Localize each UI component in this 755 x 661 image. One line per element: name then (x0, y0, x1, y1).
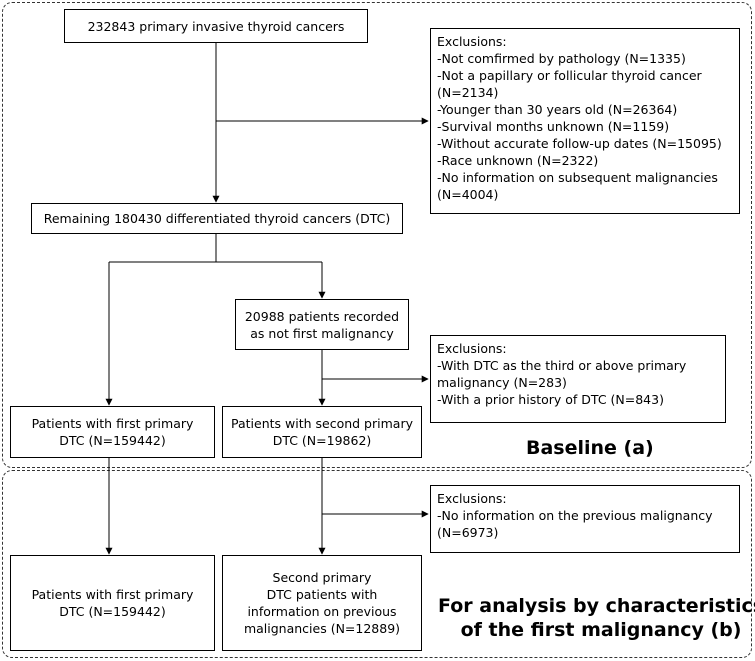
remaining-box: Remaining 180430 differentiated thyroid … (31, 203, 403, 234)
exclusions-3-line-1: Exclusions: (437, 491, 507, 506)
second-primary-b-line-3: information on previous (247, 604, 397, 619)
exclusions-box-1: Exclusions: -Not comfirmed by pathology … (430, 28, 740, 214)
baseline-label: Baseline (a) (526, 437, 654, 459)
remaining-text: Remaining 180430 differentiated thyroid … (43, 211, 391, 226)
baseline-section (2, 2, 752, 468)
first-primary-b-line-1: Patients with first primary (31, 587, 194, 602)
second-primary-b-line-4: malignancies (N=12889) (243, 621, 401, 636)
second-primary-box-a: Patients with second primary DTC (N=1986… (222, 406, 422, 458)
first-primary-a-line-1: Patients with first primary (31, 416, 194, 431)
exclusions-1-line-7: -Without accurate follow-up dates (N=150… (437, 136, 722, 151)
exclusions-1-line-3: -Not a papillary or follicular thyroid c… (437, 68, 702, 83)
start-text: 232843 primary invasive thyroid cancers (87, 18, 345, 34)
exclusions-1-line-4: (N=2134) (437, 85, 499, 100)
not-first-line-1: 20988 patients recorded (244, 308, 400, 324)
exclusions-2-line-2: -With DTC as the third or above primary (437, 358, 687, 373)
first-primary-box-b: Patients with first primary DTC (N=15944… (10, 555, 215, 651)
exclusions-2-line-4: -With a prior history of DTC (N=843) (437, 392, 664, 407)
exclusions-1-line-9: -No information on subsequent malignanci… (437, 170, 718, 185)
analysis-section (2, 470, 752, 658)
second-primary-a-line-1: Patients with second primary (231, 416, 413, 431)
exclusions-box-3: Exclusions: -No information on the previ… (430, 485, 740, 553)
analysis-label-line-2: of the first malignancy (b) (460, 619, 742, 641)
exclusions-2-line-3: malignancy (N=283) (437, 375, 567, 390)
exclusions-3-line-3: (N=6973) (437, 525, 499, 540)
exclusions-1-line-5: -Younger than 30 years old (N=26364) (437, 102, 678, 117)
exclusions-2-line-1: Exclusions: (437, 341, 507, 356)
not-first-line-2: as not first malignancy (250, 325, 394, 341)
exclusions-3-line-2: -No information on the previous malignan… (437, 508, 713, 523)
first-primary-b-line-2: DTC (N=159442) (59, 604, 166, 619)
exclusions-box-2: Exclusions: -With DTC as the third or ab… (430, 335, 726, 423)
analysis-label: For analysis by characteristics of the f… (438, 594, 755, 642)
second-primary-box-b: Second primary DTC patients with informa… (222, 555, 422, 651)
exclusions-1-line-8: -Race unknown (N=2322) (437, 153, 599, 168)
start-box: 232843 primary invasive thyroid cancers (64, 9, 368, 43)
exclusions-1-line-2: -Not comfirmed by pathology (N=1335) (437, 51, 686, 66)
exclusions-1-line-6: -Survival months unknown (N=1159) (437, 119, 670, 134)
not-first-box: 20988 patients recorded as not first mal… (235, 299, 409, 350)
first-primary-a-line-2: DTC (N=159442) (59, 433, 166, 448)
exclusions-1-line-10: (N=4004) (437, 187, 499, 202)
second-primary-b-line-1: Second primary (272, 570, 372, 585)
second-primary-a-line-2: DTC (N=19862) (272, 433, 372, 448)
analysis-label-line-1: For analysis by characteristics (438, 595, 755, 617)
exclusions-1-line-1: Exclusions: (437, 34, 507, 49)
second-primary-b-line-2: DTC patients with (266, 587, 378, 602)
first-primary-box-a: Patients with first primary DTC (N=15944… (10, 406, 215, 458)
